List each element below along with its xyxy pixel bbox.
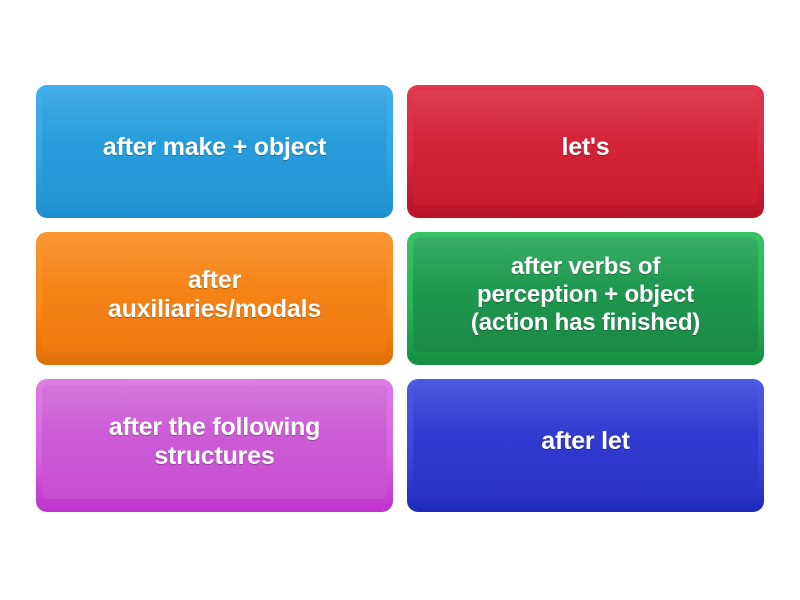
- card-face: let's: [413, 91, 758, 205]
- card-tile-red[interactable]: let's: [407, 85, 764, 218]
- card-label: after verbs of perception + object (acti…: [470, 252, 701, 337]
- card-label: after the following structures: [108, 412, 321, 471]
- card-face: after let: [413, 385, 758, 499]
- card-face: after the following structures: [42, 385, 387, 499]
- card-tile-orange[interactable]: after auxiliaries/modals: [36, 232, 393, 365]
- card-face: after auxiliaries/modals: [42, 238, 387, 352]
- card-tile-green[interactable]: after verbs of perception + object (acti…: [407, 232, 764, 365]
- card-label: after make + object: [102, 133, 327, 162]
- card-face: after verbs of perception + object (acti…: [413, 238, 758, 352]
- card-face: after make + object: [42, 91, 387, 205]
- card-label: after auxiliaries/modals: [107, 265, 322, 324]
- card-tile-purple[interactable]: after the following structures: [36, 379, 393, 512]
- card-tile-indigo[interactable]: after let: [407, 379, 764, 512]
- card-tile-blue[interactable]: after make + object: [36, 85, 393, 218]
- card-label: after let: [541, 427, 630, 456]
- card-label: let's: [561, 133, 610, 162]
- card-board: after make + object let's after auxiliar…: [36, 85, 764, 514]
